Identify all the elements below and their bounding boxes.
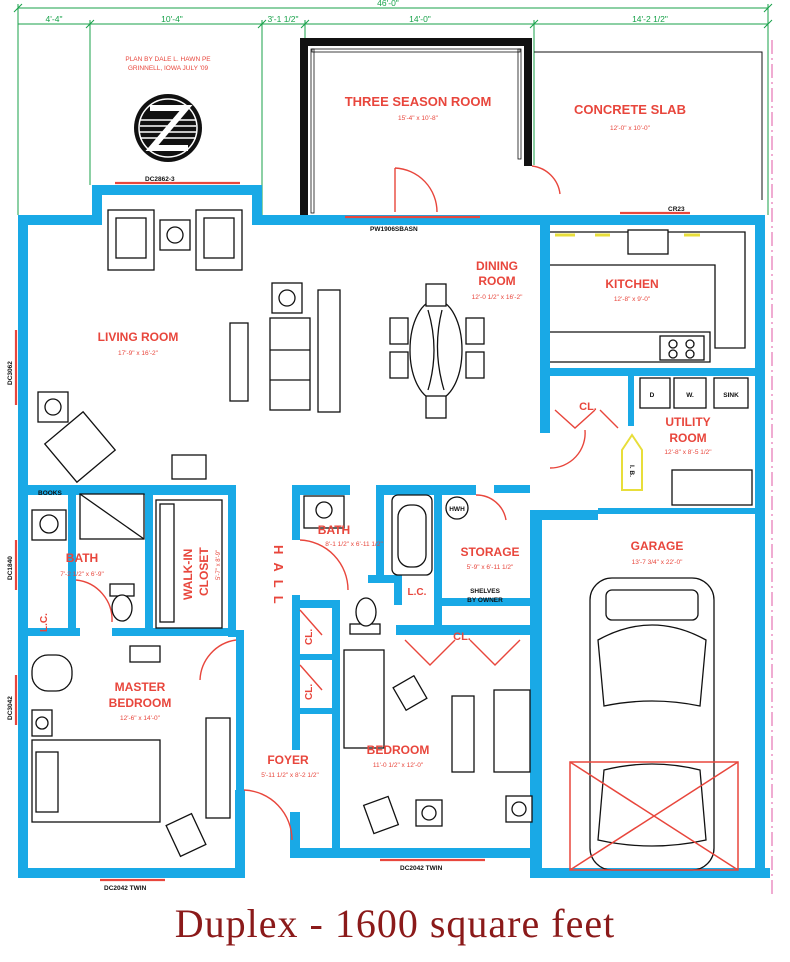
- washer-label: W.: [686, 392, 694, 399]
- books-label: BOOKS: [38, 490, 63, 497]
- closet-label-hall: CL.: [453, 631, 471, 643]
- linen-closet-label-bath2: L.C.: [408, 587, 427, 598]
- living-room-size: 17'-9" x 16'-2": [118, 350, 159, 357]
- walkin-closet-line2: CLOSET: [197, 547, 211, 596]
- hwh-label: HWH: [449, 506, 465, 513]
- dim-overall: 46'-0": [377, 0, 399, 8]
- dim-seg1: 4'-4": [46, 14, 63, 24]
- dim-seg5: 14'-2 1/2": [632, 14, 668, 24]
- window-tag-bedroom-bottom: DC2042 TWIN: [400, 865, 443, 872]
- bedroom-name: BEDROOM: [367, 743, 430, 757]
- living-room-name: LIVING ROOM: [98, 330, 179, 344]
- window-tag-master-bottom: DC2042 TWIN: [104, 885, 147, 892]
- window-tag-living-top: DC2862-3: [145, 176, 175, 183]
- dryer-label: D: [650, 392, 655, 399]
- bath1-name: BATH: [66, 551, 98, 565]
- dim-seg4: 14'-0": [409, 14, 431, 24]
- car-outline: [589, 577, 715, 871]
- three-season-room-name: THREE SEASON ROOM: [345, 94, 492, 109]
- doors: [75, 165, 619, 841]
- storage-name: STORAGE: [460, 545, 519, 559]
- shelves-label-line2: BY OWNER: [467, 597, 503, 604]
- walkin-closet-line1: WALK-IN: [181, 549, 195, 600]
- garage-name: GARAGE: [631, 539, 684, 553]
- kitchen-size: 12'-8" x 9'-0": [614, 296, 651, 303]
- bath2-name: BATH: [318, 523, 350, 537]
- walls: [18, 185, 770, 878]
- closet-label-utility: CL.: [579, 401, 597, 413]
- window-tag-patio: PW1906SBASN: [370, 226, 418, 233]
- closet-label-hall-lower: CL.: [304, 684, 315, 700]
- three-season-room-size: 15'-4" x 10'-8": [398, 115, 439, 122]
- window-tag-kitchen: CR23: [668, 206, 685, 213]
- dining-room-size: 12'-0 1/2" x 16'-2": [472, 294, 524, 301]
- bedroom-size: 11'-0 1/2" x 12'-0": [373, 762, 424, 769]
- utility-room-name-line1: UTILITY: [665, 415, 710, 429]
- master-bedroom-line1: MASTER: [115, 680, 166, 694]
- closet-label-hall-upper: CL.: [304, 629, 315, 645]
- master-bedroom-size: 12'-6" x 14'-0": [120, 715, 161, 722]
- shelves-label-line1: SHELVES: [470, 588, 501, 595]
- window-tags: DC2862-3 PW1906SBASN CR23 DC3062 DC1840 …: [7, 176, 685, 892]
- window-tag-living-left: DC3062: [7, 361, 14, 385]
- small-labels: CL. CL. CL. CL. L.C. L.C. BOOKS HWH SHEL…: [38, 392, 739, 700]
- window-tag-bath-left: DC1840: [7, 556, 14, 580]
- plan-note-line2: GRINNELL, IOWA JULY '09: [128, 65, 209, 72]
- ironing-board-label: I. B.: [628, 465, 635, 477]
- foyer-size: 5'-11 1/2" x 8'-2 1/2": [261, 772, 319, 779]
- garage-size: 13'-7 3/4" x 22'-0": [632, 559, 684, 566]
- concrete-slab-name: CONCRETE SLAB: [574, 102, 686, 117]
- dimension-texts: 46'-0" 4'-4" 10'-4" 3'-1 1/2" 14'-0" 14'…: [46, 0, 668, 24]
- garage-x-marker: [569, 761, 739, 871]
- kitchen-name: KITCHEN: [605, 277, 658, 291]
- dining-room-name-line1: DINING: [476, 259, 518, 273]
- dim-seg3: 3'-1 1/2": [267, 14, 298, 24]
- room-labels: THREE SEASON ROOM 15'-4" x 10'-8" CONCRE…: [60, 94, 712, 779]
- three-season-room-outline: [300, 38, 532, 216]
- plan-caption: Duplex - 1600 square feet: [174, 901, 616, 946]
- dimension-lines: [13, 3, 773, 215]
- bath1-size: 7'-2 1/2" x 6'-9": [60, 571, 104, 578]
- concrete-slab-size: 12'-0" x 10'-0": [610, 125, 651, 132]
- north-arrow-logo: [134, 94, 202, 162]
- foyer-name: FOYER: [267, 753, 309, 767]
- utility-room-size: 12'-8" x 8'-5 1/2": [664, 449, 712, 456]
- floor-plan-diagram: 46'-0" 4'-4" 10'-4" 3'-1 1/2" 14'-0" 14'…: [7, 0, 773, 895]
- windows: [14, 181, 690, 882]
- window-tag-master-left: DC3042: [7, 696, 14, 720]
- linen-closet-label-bath1: L.C.: [39, 613, 50, 632]
- bath2-size: 8'-1 1/2" x 6'-11 1/2": [325, 541, 383, 548]
- hall-label: HALL: [271, 545, 286, 612]
- storage-size: 5'-9" x 6'-11 1/2": [467, 564, 514, 571]
- concrete-slab-outline: [534, 51, 763, 200]
- plan-note-line1: PLAN BY DALE L. HAWN PE: [125, 56, 211, 63]
- walkin-closet-size: 5'-7" x 8'-9": [216, 550, 222, 580]
- furniture: [31, 209, 753, 871]
- dining-room-name-line2: ROOM: [478, 274, 515, 288]
- master-bedroom-line2: BEDROOM: [109, 696, 172, 710]
- sink-label: SINK: [723, 392, 739, 399]
- utility-room-name-line2: ROOM: [669, 431, 706, 445]
- dim-seg2: 10'-4": [161, 14, 183, 24]
